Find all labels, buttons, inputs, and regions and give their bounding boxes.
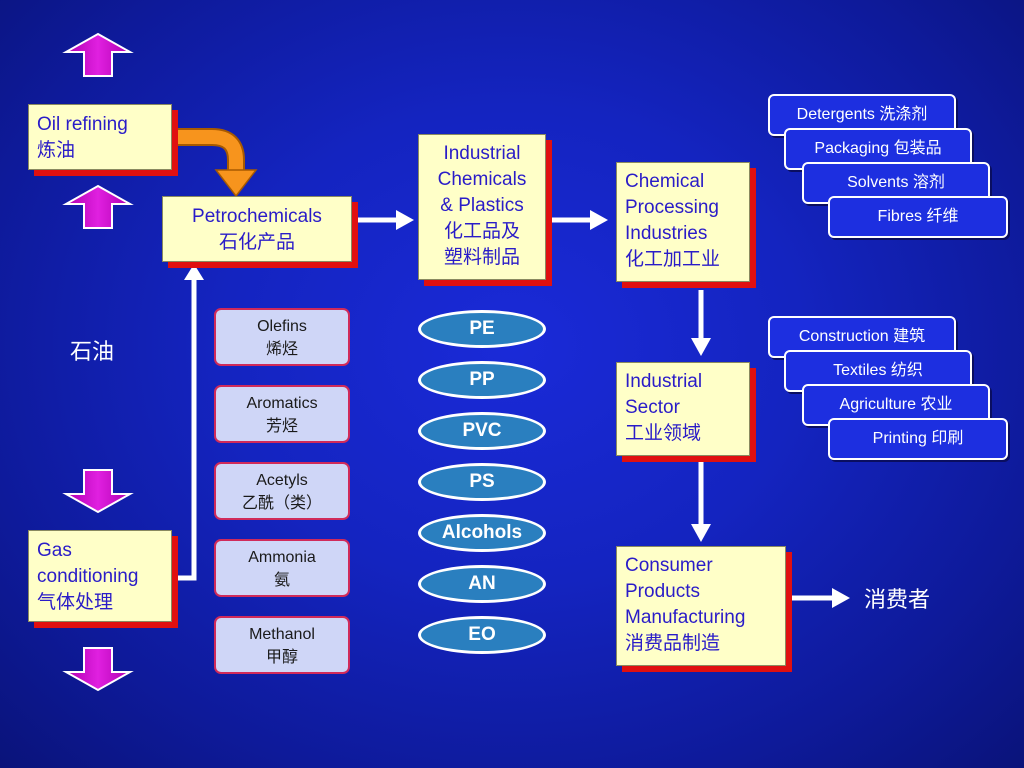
intermediate-box-olefins: Olefins 烯烃: [214, 308, 350, 366]
industrial-chemicals-line1: Industrial: [443, 143, 521, 164]
intermediate-en: Olefins: [257, 318, 307, 335]
intermediate-zh: 氨: [273, 572, 290, 589]
consumer-label: 消费者: [864, 587, 931, 612]
consumer-products-line3: Manufacturing: [625, 607, 746, 628]
down-arrow-bottom: [62, 647, 134, 692]
intermediate-en: Ammonia: [248, 549, 316, 566]
petrochemicals-box: Petrochemicals 石化产品: [162, 196, 352, 262]
gas-to-petrochem-arrowhead: [184, 264, 204, 280]
consumer-to-users-arrowhead: [832, 588, 850, 608]
sector-to-consumer-arrowhead: [691, 524, 711, 542]
intermediate-en: Acetyls: [256, 472, 308, 489]
intermediate-en: Aromatics: [246, 395, 318, 412]
chemical-processing-line3: Industries: [625, 223, 708, 244]
oil-refining-box: Oil refining 炼油: [28, 104, 172, 170]
petrochem-to-chemicals-arrowhead: [396, 210, 414, 230]
plastic-pill-an: AN: [418, 565, 546, 603]
petrochemicals-zh: 石化产品: [218, 232, 295, 253]
industrial-sector-zh: 工业领域: [625, 423, 702, 444]
gas-conditioning-zh: 气体处理: [37, 592, 114, 613]
industrial-sector-line2: Sector: [625, 397, 680, 418]
consumer-products-line2: Products: [625, 581, 700, 602]
industrial-chemicals-line2: Chemicals: [437, 169, 527, 190]
intermediate-box-acetyls: Acetyls 乙酰（类）: [214, 462, 350, 520]
industrial-sector-box: Industrial Sector 工业领域: [616, 362, 750, 456]
processing-to-sector-arrowhead: [691, 338, 711, 356]
industrial-chemicals-zh1: 化工品及: [443, 221, 520, 242]
intermediate-zh: 芳烃: [265, 418, 298, 435]
industrial-sector-line1: Industrial: [625, 371, 703, 392]
intermediate-zh: 乙酰（类）: [241, 495, 322, 512]
petrochemicals-en: Petrochemicals: [192, 206, 322, 227]
industrial-chemicals-box: Industrial Chemicals & Plastics 化工品及 塑料制…: [418, 134, 546, 280]
chemicals-to-processing-arrowhead: [590, 210, 608, 230]
gas-conditioning-en1: Gas: [37, 540, 72, 561]
consumer-products-zh: 消费品制造: [625, 633, 721, 654]
intermediate-box-methanol: Methanol 甲醇: [214, 616, 350, 674]
plastic-pill-pvc: PVC: [418, 412, 546, 450]
plastic-pill-pp: PP: [418, 361, 546, 399]
chemical-processing-line1: Chemical: [625, 171, 705, 192]
chemical-processing-line2: Processing: [625, 197, 719, 218]
intermediate-box-ammonia: Ammonia 氨: [214, 539, 350, 597]
plastic-pill-eo: EO: [418, 616, 546, 654]
chemical-processing-zh: 化工加工业: [625, 249, 721, 270]
down-arrow-middle: [62, 469, 134, 514]
sector-output-printing: Printing 印刷: [828, 418, 1008, 460]
plastic-pill-pe: PE: [418, 310, 546, 348]
gas-conditioning-en2: conditioning: [37, 566, 139, 587]
side-label: 石油: [70, 339, 115, 364]
up-arrow-middle: [62, 184, 134, 229]
gas-to-petrochem-line: [172, 276, 197, 581]
intermediate-en: Methanol: [249, 626, 315, 643]
consumer-products-box: Consumer Products Manufacturing 消费品制造: [616, 546, 786, 666]
intermediate-zh: 甲醇: [265, 649, 298, 666]
consumer-products-line1: Consumer: [625, 555, 713, 576]
industrial-chemicals-line3: & Plastics: [440, 195, 524, 216]
intermediate-box-aromatics: Aromatics 芳烃: [214, 385, 350, 443]
plastic-pill-alcohols: Alcohols: [418, 514, 546, 552]
oil-refining-zh: 炼油: [37, 140, 76, 161]
intermediate-zh: 烯烃: [265, 341, 298, 358]
processing-output-fibres: Fibres 纤维: [828, 196, 1008, 238]
chemical-processing-box: Chemical Processing Industries 化工加工业: [616, 162, 750, 282]
gas-conditioning-box: Gas conditioning 气体处理: [28, 530, 172, 622]
plastic-pill-ps: PS: [418, 463, 546, 501]
industrial-chemicals-zh2: 塑料制品: [443, 247, 520, 268]
curved-arrow: [172, 128, 258, 198]
oil-refining-en: Oil refining: [37, 114, 128, 135]
up-arrow-top: [62, 32, 134, 77]
